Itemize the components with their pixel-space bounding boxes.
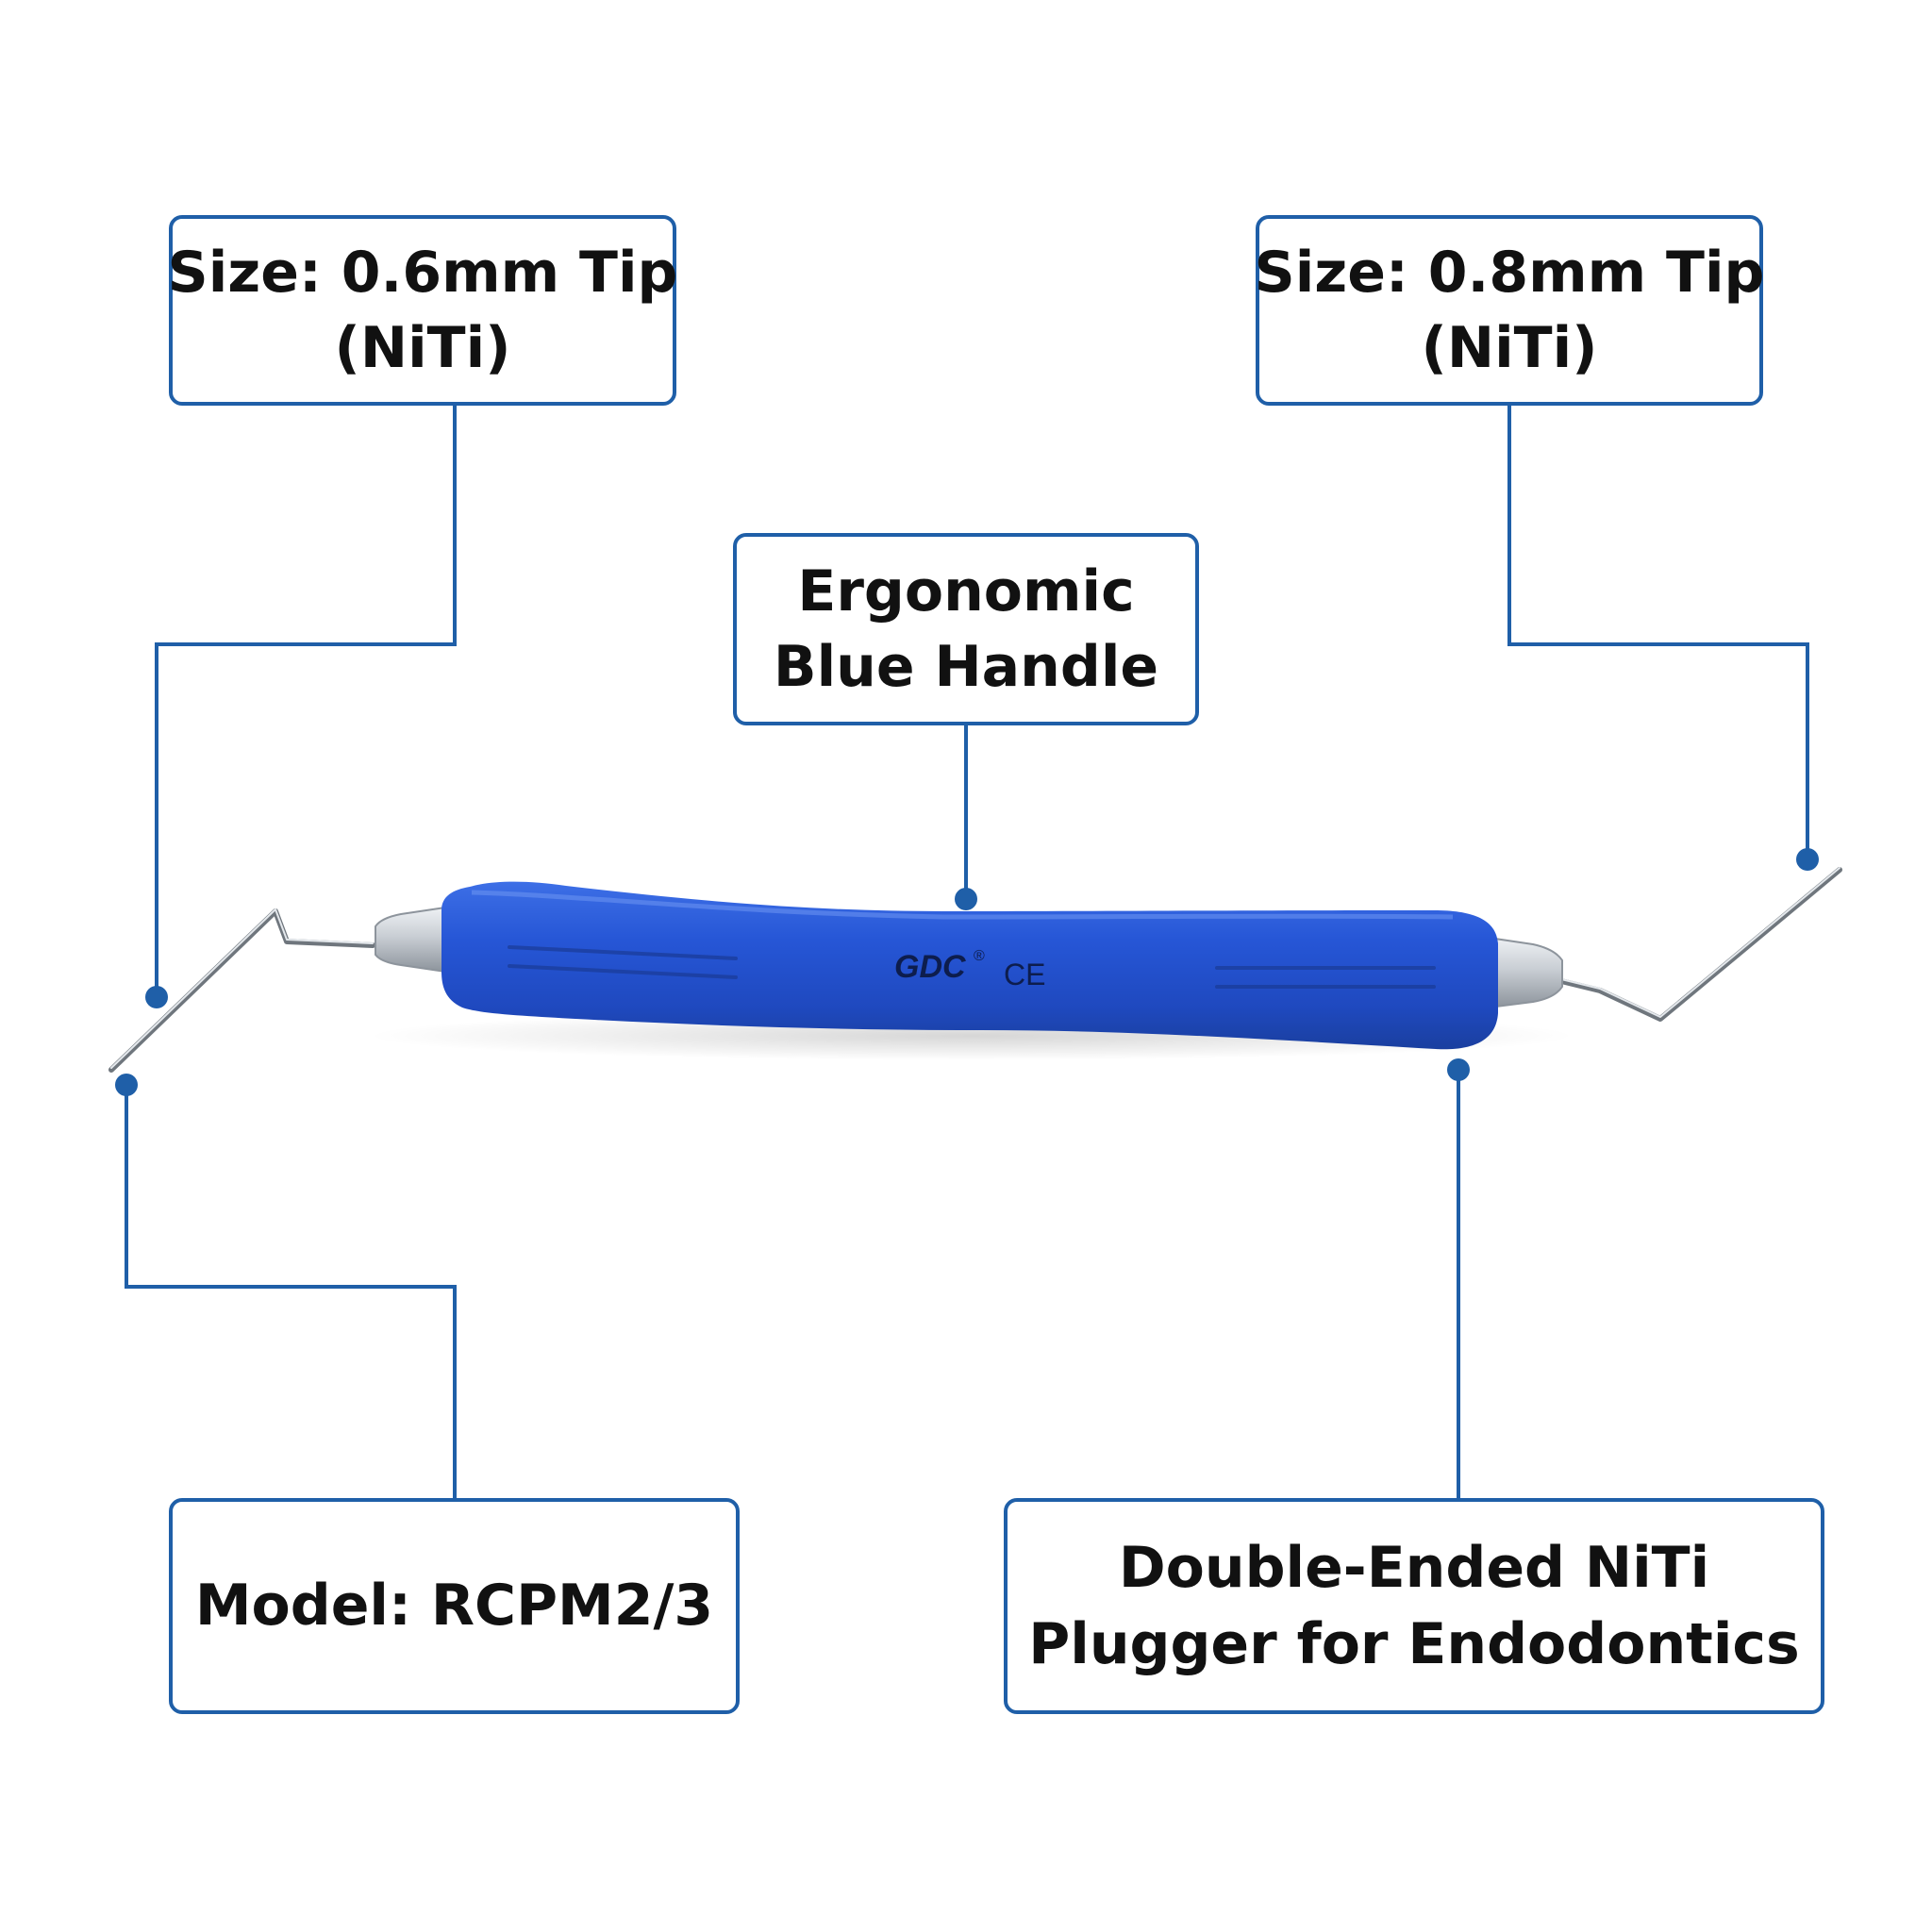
connector-dot-model [115, 1074, 138, 1096]
handle-logo-registered: ® [974, 948, 985, 964]
handle-logo-ce-mark: CE [1004, 958, 1045, 991]
right-working-tip [1558, 867, 1842, 1022]
blue-handle [441, 881, 1498, 1050]
callout-right-tip-line1: Size: 0.8mm Tip [1254, 239, 1765, 306]
callout-handle-line2: Blue Handle [773, 634, 1159, 700]
callout-description: Double-Ended NiTi Plugger for Endodontic… [1004, 1498, 1824, 1714]
handle-logo: GDC ® CE [894, 948, 1045, 991]
connector-dot-handle [955, 888, 977, 910]
connector-dot-description [1447, 1058, 1470, 1081]
callout-left-tip-line2: (NiTi) [334, 315, 511, 381]
connector-left-tip [155, 406, 457, 997]
plugger-instrument: GDC ® CE [108, 867, 1842, 1073]
connector-right-tip [1507, 406, 1809, 859]
right-ferrule [1488, 936, 1563, 1009]
callout-left-tip-line1: Size: 0.6mm Tip [167, 239, 678, 306]
callout-description-line1: Double-Ended NiTi [1118, 1535, 1710, 1602]
left-ferrule [375, 906, 446, 974]
connector-model [125, 1085, 457, 1498]
callout-right-tip-size: Size: 0.8mm Tip (NiTi) [1254, 215, 1765, 406]
callout-description-line2: Plugger for Endodontics [1028, 1610, 1800, 1677]
callout-model-line1: Model: RCPM2/3 [194, 1573, 714, 1640]
callout-handle-line1: Ergonomic [797, 558, 1135, 625]
callout-handle: Ergonomic Blue Handle [733, 533, 1199, 725]
callout-model: Model: RCPM2/3 [169, 1498, 740, 1714]
connector-dot-left-tip [145, 986, 168, 1008]
connector-dot-right-tip [1796, 848, 1819, 871]
callout-left-tip-size: Size: 0.6mm Tip (NiTi) [167, 215, 678, 406]
callout-right-tip-line2: (NiTi) [1421, 315, 1598, 381]
handle-logo-brand: GDC [894, 949, 966, 985]
